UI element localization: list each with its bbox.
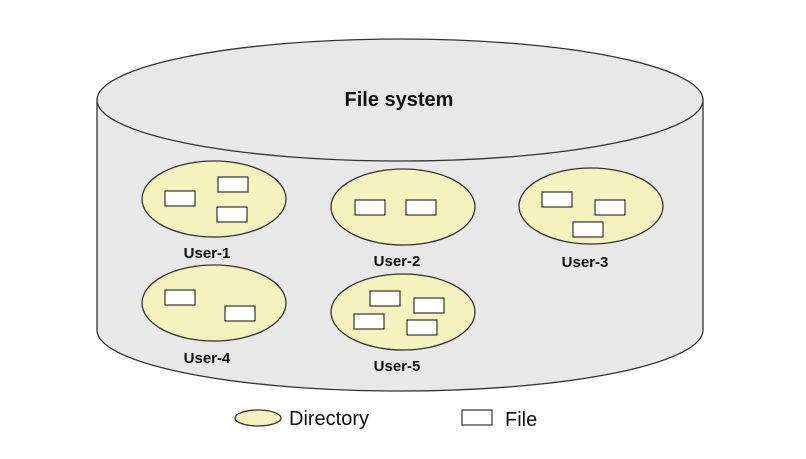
user-3-label: User-3: [562, 254, 609, 271]
file-icon: [541, 191, 573, 208]
legend-directory-label: Directory: [289, 408, 369, 430]
file-icon: [216, 206, 248, 223]
file-icon: [164, 289, 196, 306]
user-4-label: User-4: [184, 350, 231, 367]
directory-user-1: [141, 160, 287, 238]
file-icon: [572, 221, 604, 238]
file-icon: [594, 199, 626, 216]
directory-user-3: [518, 167, 664, 245]
file-icon: [353, 313, 385, 330]
legend-file-swatch: [461, 409, 493, 426]
file-icon: [413, 297, 445, 314]
file-icon: [406, 319, 438, 336]
file-icon: [217, 176, 249, 193]
legend: Directory File: [234, 408, 537, 431]
user-1-label: User-1: [184, 245, 231, 262]
user-5-label: User-5: [374, 358, 421, 375]
file-icon: [354, 199, 386, 216]
legend-directory-swatch: [234, 409, 282, 427]
file-icon: [224, 305, 256, 322]
directory-user-4: [141, 264, 287, 342]
cylinder-top: [96, 38, 704, 162]
file-icon: [405, 199, 437, 216]
diagram-title: File system: [345, 89, 454, 111]
directory-user-2: [330, 168, 476, 246]
directory-user-5: [330, 273, 476, 351]
user-2-label: User-2: [374, 253, 421, 270]
file-icon: [164, 190, 196, 207]
legend-file-label: File: [505, 409, 537, 431]
file-icon: [369, 290, 401, 307]
